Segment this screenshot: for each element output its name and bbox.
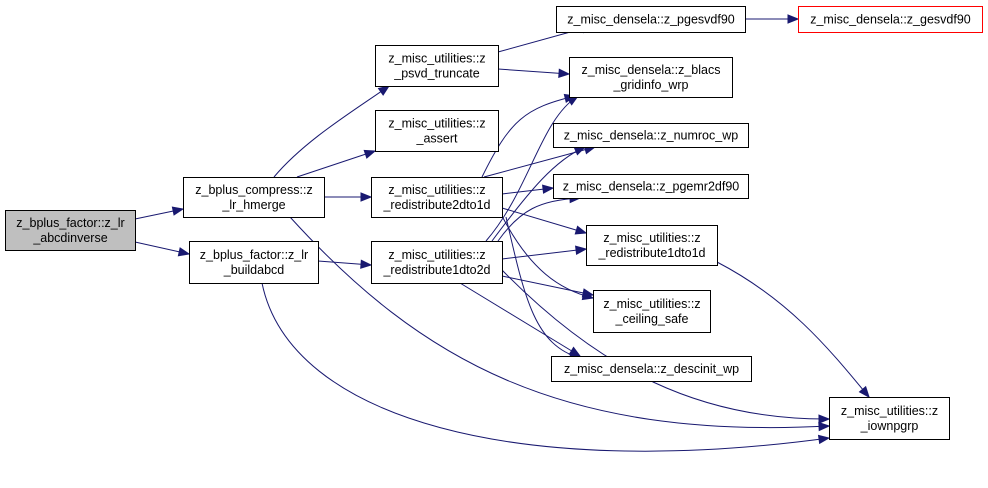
node-abcdinverse-label-line-1: z_bplus_factor::z_lr xyxy=(16,216,124,230)
edge-lr_hmerge-to-assert-arrowhead xyxy=(363,149,377,159)
edge-abcdinverse-to-lr_hmerge-arrowhead xyxy=(171,206,185,216)
edge-redist2to1-to-ceiling xyxy=(501,215,594,299)
node-gesvdf90-label-line-1: z_misc_densela::z_gesvdf90 xyxy=(810,13,971,27)
edge-lr_hmerge-to-iownpgrp-arrowhead xyxy=(818,421,831,432)
node-ceiling[interactable]: z_misc_utilities::z_ceiling_safe xyxy=(593,290,711,333)
node-buildabcd-label-line-1: z_bplus_factor::z_lr xyxy=(200,248,308,262)
node-buildabcd[interactable]: z_bplus_factor::z_lr_buildabcd xyxy=(189,241,319,284)
node-redist1to2-label-line-1: z_misc_utilities::z xyxy=(388,248,485,262)
node-pgesvdf90-label-line-1: z_misc_densela::z_pgesvdf90 xyxy=(567,13,735,27)
edge-redist2to1-to-descinit xyxy=(505,216,581,359)
node-redist2to1-label-line-1: z_misc_utilities::z xyxy=(388,183,485,197)
edge-redist1to2-to-ceiling xyxy=(501,275,594,296)
node-ceiling-label-line-2: _ceiling_safe xyxy=(615,312,689,326)
node-assert-label-line-1: z_misc_utilities::z xyxy=(388,117,485,131)
node-blacs-label-line-2: _gridinfo_wrp xyxy=(612,78,688,92)
edge-redist1to2-to-redist1to1-arrowhead xyxy=(575,245,588,255)
node-numroc[interactable]: z_misc_densela::z_numroc_wp xyxy=(553,123,749,148)
edge-abcdinverse-to-buildabcd-arrowhead xyxy=(177,247,191,257)
edge-redist1to2-to-iownpgrp-arrowhead xyxy=(818,414,831,424)
node-pgemr2d-label-line-1: z_misc_densela::z_pgemr2df90 xyxy=(563,180,740,194)
node-abcdinverse-box xyxy=(5,210,136,251)
node-blacs-label-line-1: z_misc_densela::z_blacs xyxy=(582,63,721,77)
node-redist2to1[interactable]: z_misc_utilities::z_redistribute2dto1d xyxy=(371,177,503,218)
edge-lr_hmerge-to-redist2to1-arrowhead xyxy=(360,192,373,202)
edge-lr_hmerge-to-assert xyxy=(296,150,376,178)
node-redist1to1-label-line-1: z_misc_utilities::z xyxy=(603,231,700,245)
node-redist1to1-box xyxy=(586,225,718,266)
edge-lr_hmerge-to-psvd_trunc xyxy=(273,85,390,178)
edge-redist1to2-to-descinit xyxy=(459,282,581,357)
node-assert-label-line-2: _assert xyxy=(416,132,459,146)
node-gesvdf90[interactable]: z_misc_densela::z_gesvdf90 xyxy=(798,6,983,33)
node-pgemr2d[interactable]: z_misc_densela::z_pgemr2df90 xyxy=(553,174,749,199)
node-lr_hmerge-label-line-2: _lr_hmerge xyxy=(221,198,285,212)
node-iownpgrp-label-line-1: z_misc_utilities::z xyxy=(841,404,938,418)
node-blacs[interactable]: z_misc_densela::z_blacs_gridinfo_wrp xyxy=(569,57,733,98)
node-abcdinverse[interactable]: z_bplus_factor::z_lr_abcdinverse xyxy=(5,210,136,251)
edge-buildabcd-to-iownpgrp xyxy=(261,282,830,452)
edges-layer xyxy=(134,14,870,452)
node-blacs-box xyxy=(569,57,733,98)
edge-redist2to1-to-redist1to1 xyxy=(501,207,587,234)
node-lr_hmerge-box xyxy=(183,177,325,218)
node-redist2to1-label-line-2: _redistribute2dto1d xyxy=(382,198,490,212)
edge-redist2to1-to-blacs xyxy=(481,95,576,178)
node-psvd_trunc-label-line-1: z_misc_utilities::z xyxy=(388,52,485,66)
edge-redist1to2-to-blacs xyxy=(485,95,579,242)
edge-lr_hmerge-to-iownpgrp xyxy=(289,216,830,429)
node-buildabcd-label-line-2: _buildabcd xyxy=(223,263,285,277)
edge-psvd_trunc-to-blacs-arrowhead xyxy=(558,68,571,78)
edge-pgesvdf90-to-gesvdf90-arrowhead xyxy=(787,14,800,24)
node-psvd_trunc-label-line-2: _psvd_truncate xyxy=(393,67,480,81)
edge-buildabcd-to-redist1to2-arrowhead xyxy=(360,259,373,269)
edge-buildabcd-to-iownpgrp-arrowhead xyxy=(817,434,831,445)
node-iownpgrp-box xyxy=(829,397,950,440)
node-descinit[interactable]: z_misc_densela::z_descinit_wp xyxy=(551,356,752,382)
node-redist1to1-label-line-2: _redistribute1dto1d xyxy=(597,246,705,260)
node-redist1to2-label-line-2: _redistribute1dto2d xyxy=(382,263,490,277)
node-psvd_trunc[interactable]: z_misc_utilities::z_psvd_truncate xyxy=(375,45,499,87)
node-descinit-label-line-1: z_misc_densela::z_descinit_wp xyxy=(564,362,739,376)
node-redist1to1[interactable]: z_misc_utilities::z_redistribute1dto1d xyxy=(586,225,718,266)
edge-redist1to2-to-redist1to1 xyxy=(501,248,587,260)
node-lr_hmerge[interactable]: z_bplus_compress::z_lr_hmerge xyxy=(183,177,325,218)
node-numroc-label-line-1: z_misc_densela::z_numroc_wp xyxy=(564,129,738,143)
edge-redist1to2-to-ceiling-arrowhead xyxy=(581,288,595,298)
edge-redist1to2-to-numroc-arrowhead xyxy=(573,146,587,156)
node-psvd_trunc-box xyxy=(375,45,499,87)
node-redist2to1-box xyxy=(371,177,503,218)
node-pgesvdf90-box xyxy=(556,6,746,33)
edge-redist2to1-to-redist1to1-arrowhead xyxy=(574,225,588,235)
edge-redist1to2-to-iownpgrp xyxy=(501,269,830,420)
node-pgemr2d-box xyxy=(553,174,749,199)
node-numroc-box xyxy=(553,123,749,148)
node-gesvdf90-box xyxy=(798,6,983,33)
node-ceiling-label-line-1: z_misc_utilities::z xyxy=(603,297,700,311)
node-descinit-box xyxy=(551,356,752,382)
node-iownpgrp[interactable]: z_misc_utilities::z_iownpgrp xyxy=(829,397,950,440)
node-pgesvdf90[interactable]: z_misc_densela::z_pgesvdf90 xyxy=(556,6,746,33)
edge-redist1to2-to-numroc xyxy=(491,146,586,242)
node-ceiling-box xyxy=(593,290,711,333)
edge-redist1to1-to-iownpgrp-arrowhead xyxy=(858,385,870,399)
node-redist1to2[interactable]: z_misc_utilities::z_redistribute1dto2d xyxy=(371,241,503,284)
node-lr_hmerge-label-line-1: z_bplus_compress::z xyxy=(195,183,312,197)
edge-psvd_trunc-to-blacs xyxy=(497,68,570,75)
edge-redist1to2-to-descinit-arrowhead xyxy=(568,346,582,357)
edge-redist2to1-to-pgemr2d-arrowhead xyxy=(542,184,555,194)
node-abcdinverse-label-line-2: _abcdinverse xyxy=(32,231,107,245)
edge-lr_hmerge-to-psvd_trunc-arrowhead xyxy=(377,85,391,96)
nodes-layer: z_bplus_factor::z_lr_abcdinversez_bplus_… xyxy=(5,6,983,440)
node-iownpgrp-label-line-2: _iownpgrp xyxy=(860,419,919,433)
node-assert-box xyxy=(375,110,499,152)
edge-redist1to1-to-iownpgrp xyxy=(716,261,870,398)
node-redist1to2-box xyxy=(371,241,503,284)
node-assert[interactable]: z_misc_utilities::z_assert xyxy=(375,110,499,152)
node-buildabcd-box xyxy=(189,241,319,284)
